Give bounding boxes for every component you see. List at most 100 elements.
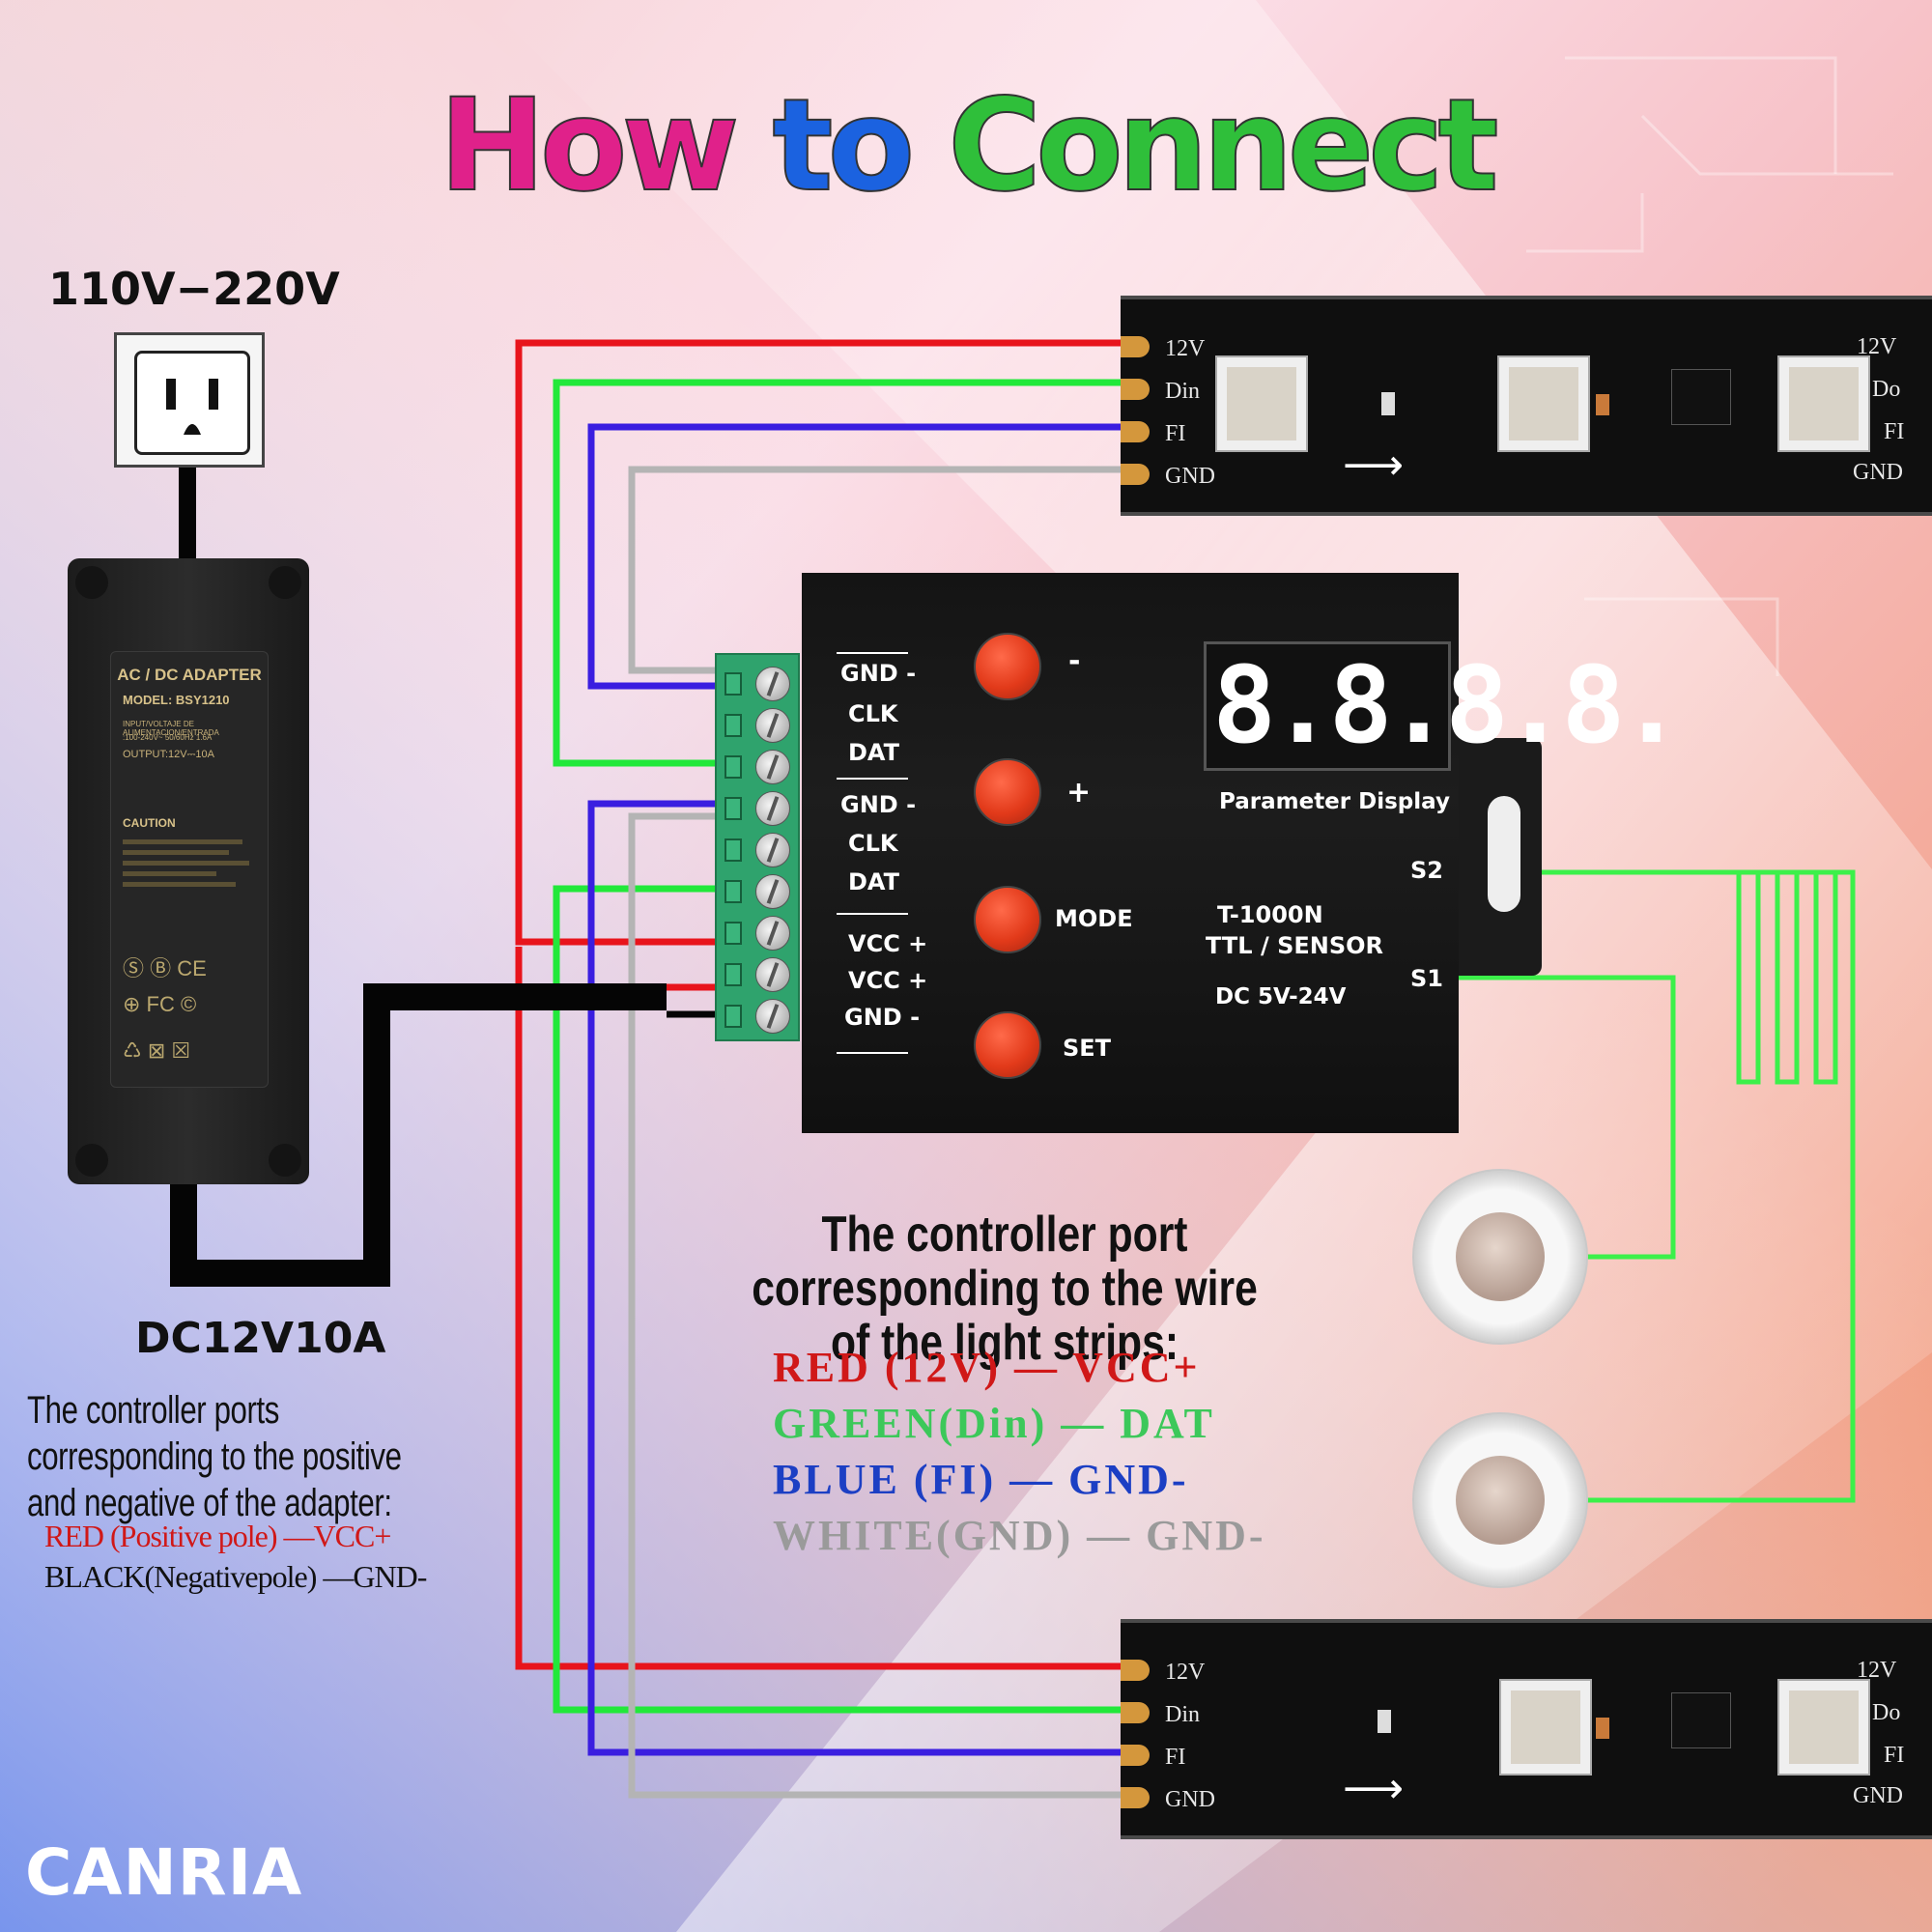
- wire-blue-top: [587, 423, 1125, 690]
- port-label-gnd-3: GND -: [844, 1004, 921, 1031]
- led-chip: [1499, 1679, 1592, 1776]
- strip-bottom-in-din: Din: [1165, 1702, 1200, 1727]
- strip-bottom-in-fi: FI: [1165, 1745, 1186, 1770]
- capacitor: [1596, 1718, 1609, 1739]
- controller-model: T-1000N: [1217, 901, 1323, 928]
- set-button-label: SET: [1063, 1035, 1112, 1062]
- terminal-pin: [724, 755, 742, 779]
- resistor: [1378, 1710, 1391, 1733]
- minus-button[interactable]: [974, 633, 1041, 700]
- port-label-dat-2: DAT: [848, 868, 900, 895]
- port-divider: [837, 652, 908, 654]
- port-divider: [837, 778, 908, 780]
- terminal-screw-icon[interactable]: [755, 833, 790, 867]
- terminal-pin: [724, 880, 742, 903]
- led-chip: [1777, 355, 1870, 452]
- set-button[interactable]: [974, 1011, 1041, 1079]
- wire-red-bottom: [515, 947, 1125, 1670]
- mains-voltage-label: 110V−220V: [48, 263, 340, 315]
- terminal-screw-icon[interactable]: [755, 874, 790, 909]
- wire-green-bottom: [553, 885, 1125, 1714]
- adapter-map-red: RED (Positive pole) —VCC+: [44, 1519, 391, 1553]
- strip-pad: [1121, 1787, 1150, 1808]
- sensor-port-s1-label: S1: [1410, 965, 1443, 992]
- strip-mapping-heading: The controller port corresponding to the…: [752, 1207, 1258, 1371]
- port-label-dat-1: DAT: [848, 739, 900, 766]
- terminal-pin: [724, 1005, 742, 1028]
- strip-top-in-gnd: GND: [1165, 464, 1215, 489]
- wire-adapter-output: [170, 983, 667, 1287]
- ic-chip: [1671, 1692, 1731, 1748]
- strip-pad: [1121, 379, 1150, 400]
- power-adapter: AC / DC ADAPTER MODEL: BSY1210 INPUT/VOL…: [68, 558, 309, 1184]
- terminal-block: [715, 653, 800, 1041]
- port-label-clk-2: CLK: [848, 830, 898, 857]
- led-chip: [1777, 1679, 1870, 1776]
- terminal-screw-icon[interactable]: [755, 667, 790, 701]
- adapter-rating: DC12V10A: [135, 1314, 386, 1363]
- wire-red-top: [515, 339, 1125, 946]
- terminal-screw-icon[interactable]: [755, 999, 790, 1034]
- strip-pad: [1121, 1745, 1150, 1766]
- adapter-map-black: BLACK(Negativepole) —GND-: [44, 1559, 427, 1594]
- adapter-plate-title: AC / DC ADAPTER: [117, 666, 262, 684]
- mapping-row-red: RED (12V) — VCC+: [773, 1344, 1201, 1391]
- adapter-input-value: :100-240V~ 50/60Hz 1.6A: [123, 733, 213, 742]
- display-label: Parameter Display: [1219, 789, 1450, 814]
- port-label-gnd-2: GND -: [840, 791, 917, 818]
- ce-mark-icon: Ⓢ Ⓑ CE: [123, 956, 207, 980]
- recycle-mark-icon: ♺ ⊠ ☒: [123, 1038, 191, 1063]
- led-chip: [1215, 355, 1308, 452]
- mapping-row-blue: BLUE (FI) — GND-: [773, 1456, 1189, 1503]
- adapter-screw-icon: [75, 1144, 108, 1177]
- title-word-how: How: [438, 71, 740, 220]
- adapter-output: OUTPUT:12V⎓10A: [123, 749, 214, 760]
- wire-sensor-s1: [1459, 975, 1676, 1260]
- plus-button-label: +: [1066, 776, 1092, 810]
- plus-button[interactable]: [974, 758, 1041, 826]
- parameter-display: 8.8.8.8.: [1204, 641, 1684, 771]
- strip-pad: [1121, 1660, 1150, 1681]
- adapter-caution: CAUTION: [123, 816, 176, 830]
- strip-bottom-out-fi: FI: [1884, 1743, 1905, 1768]
- terminal-screw-icon[interactable]: [755, 750, 790, 784]
- motion-sensor-s1: [1412, 1169, 1588, 1345]
- adapter-fine-print: [123, 834, 256, 911]
- terminal-screw-icon[interactable]: [755, 916, 790, 951]
- controller-type: TTL / SENSOR: [1206, 932, 1383, 959]
- capacitor: [1596, 394, 1609, 415]
- strip-pad: [1121, 464, 1150, 485]
- direction-arrow-icon: ⟶: [1343, 440, 1405, 490]
- terminal-screw-icon[interactable]: [755, 957, 790, 992]
- terminal-pin: [724, 838, 742, 862]
- terminal-pin: [724, 714, 742, 737]
- port-label-vcc-2: VCC +: [848, 967, 928, 994]
- controller-box: GND - CLK DAT GND - CLK DAT VCC + VCC + …: [802, 573, 1459, 1133]
- adapter-screw-icon: [269, 1144, 301, 1177]
- led-chip: [1497, 355, 1590, 452]
- led-strip-bottom: 12V Din FI GND ⟶ 12V Do FI GND: [1121, 1619, 1932, 1839]
- direction-arrow-icon: ⟶: [1343, 1764, 1405, 1813]
- port-label-vcc-1: VCC +: [848, 930, 928, 957]
- title-word-connect: Connect: [947, 71, 1499, 220]
- controller-mount-bracket: [1449, 738, 1542, 976]
- strip-bottom-out-gnd: GND: [1853, 1783, 1903, 1808]
- terminal-pin: [724, 797, 742, 820]
- mode-button[interactable]: [974, 886, 1041, 953]
- port-label-clk-1: CLK: [848, 700, 898, 727]
- wire-white-bottom: [628, 812, 1125, 1799]
- mapping-row-green: GREEN(Din) — DAT: [773, 1400, 1215, 1447]
- adapter-screw-icon: [75, 566, 108, 599]
- strip-pad: [1121, 336, 1150, 357]
- sensor-port-s2-label: S2: [1410, 857, 1443, 884]
- sensor-lens-icon: [1456, 1212, 1545, 1301]
- port-label-gnd-1: GND -: [840, 660, 917, 687]
- terminal-screw-icon[interactable]: [755, 791, 790, 826]
- adapter-screw-icon: [269, 566, 301, 599]
- terminal-pin: [724, 672, 742, 696]
- led-strip-top: 12V Din FI GND ⟶ 12V Do FI GND: [1121, 296, 1932, 516]
- strip-top-out-gnd: GND: [1853, 460, 1903, 485]
- terminal-screw-icon[interactable]: [755, 708, 790, 743]
- terminal-pin: [724, 963, 742, 986]
